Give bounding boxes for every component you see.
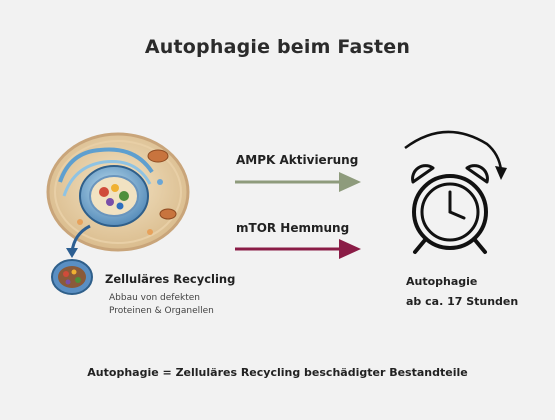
ampk-arrow [235,172,361,192]
autophagy-label: Autophagie ab ca. 17 Stunden [406,272,518,312]
recycling-subtitle: Abbau von defekten Proteinen & Organelle… [109,293,214,316]
autophagy-time: ab ca. 17 Stunden [406,295,519,308]
ampk-label: AMPK Aktivierung [236,153,359,167]
footer-definition: Autophagie = Zelluläres Recycling beschä… [87,366,468,379]
circular-arrow-icon [404,130,507,180]
mtor-arrow [235,239,361,259]
alarm-clock-icon [404,130,507,254]
recycling-title: Zelluläres Recycling [105,272,236,286]
autophagy-title: Autophagie [406,275,478,288]
mtor-label: mTOR Hemmung [236,221,350,235]
cell-illustration [46,132,190,295]
page-title: Autophagie beim Fasten [144,36,411,58]
